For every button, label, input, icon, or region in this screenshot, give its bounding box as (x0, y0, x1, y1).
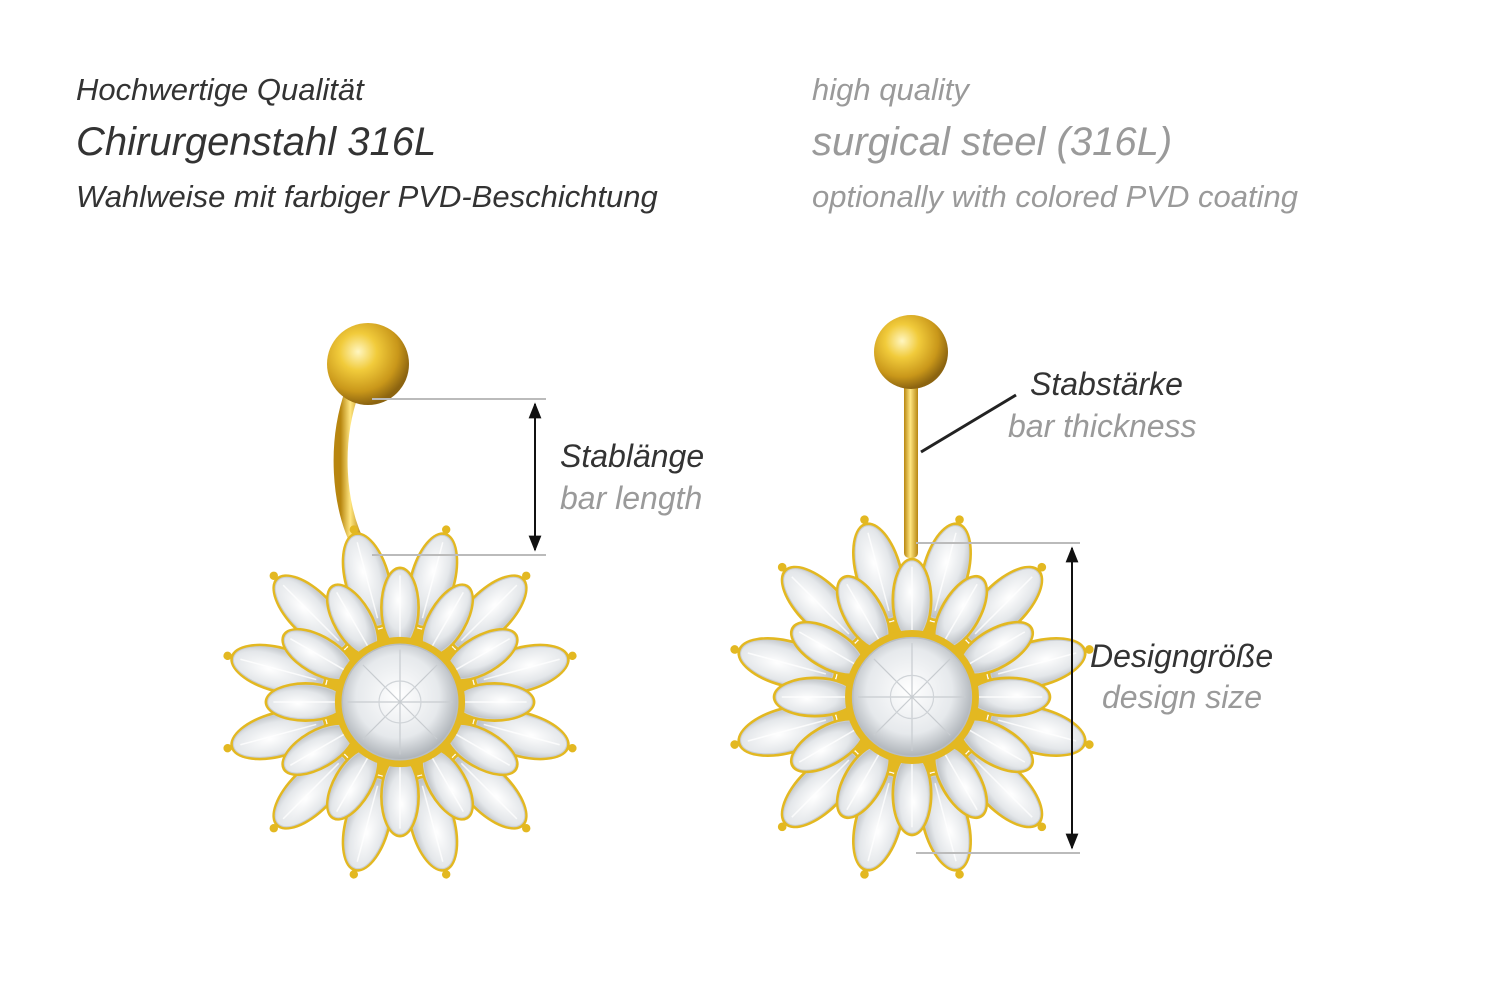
header-en-material: surgical steel (316L) (812, 120, 1173, 164)
marquise-gem (453, 682, 536, 722)
marquise-gem (264, 682, 347, 722)
header-de-material: Chirurgenstahl 316L (76, 120, 437, 164)
marquise-gem (891, 557, 933, 642)
marquise-gem (269, 571, 350, 652)
bar-thickness-pointer (920, 393, 1017, 454)
marquise-gem (325, 746, 380, 821)
marquise-gem (281, 722, 356, 777)
marquise-gem (325, 583, 380, 658)
marquise-gem (450, 752, 531, 833)
marquise-gem (380, 566, 420, 649)
marquise-gem (777, 562, 860, 645)
marquise-gem (958, 620, 1035, 676)
marquise-gem (772, 676, 857, 718)
right-piercing-illustration (730, 315, 1094, 879)
right-top-ball (874, 315, 948, 389)
right-sunflower (730, 515, 1094, 879)
label-bar-length-de: Stablänge (560, 438, 705, 474)
marquise-gem (933, 574, 989, 651)
left-sunflower (223, 525, 577, 879)
marquise-gem (380, 755, 420, 838)
marquise-gem (967, 676, 1052, 718)
marquise-gem (891, 752, 933, 837)
marquise-gem (777, 749, 860, 832)
header-en-quality: high quality (812, 72, 969, 107)
header-en-coating: optionally with colored PVD coating (812, 179, 1298, 214)
marquise-gem (281, 627, 356, 682)
marquise-gem (964, 562, 1047, 645)
label-bar-thickness-de: Stabstärke (1030, 366, 1183, 402)
right-straight-bar (904, 368, 918, 558)
label-bar-thickness-en: bar thickness (1008, 408, 1197, 444)
label-design-size-en: design size (1102, 679, 1263, 715)
marquise-gem (964, 749, 1047, 832)
header-de-coating: Wahlweise mit farbiger PVD-Beschichtung (76, 179, 658, 214)
marquise-gem (420, 583, 475, 658)
marquise-gem (269, 752, 350, 833)
label-bar-length-en: bar length (560, 480, 703, 516)
marquise-gem (835, 574, 891, 651)
left-piercing-illustration (223, 323, 577, 879)
marquise-gem (835, 743, 891, 820)
label-design-size-de: Designgröße (1090, 638, 1274, 674)
bar-length-guide (372, 398, 546, 556)
header-de-quality: Hochwertige Qualität (76, 72, 364, 107)
left-top-ball (327, 323, 409, 405)
marquise-gem (450, 571, 531, 652)
design-size-guide (916, 542, 1080, 854)
marquise-gem (444, 722, 519, 777)
